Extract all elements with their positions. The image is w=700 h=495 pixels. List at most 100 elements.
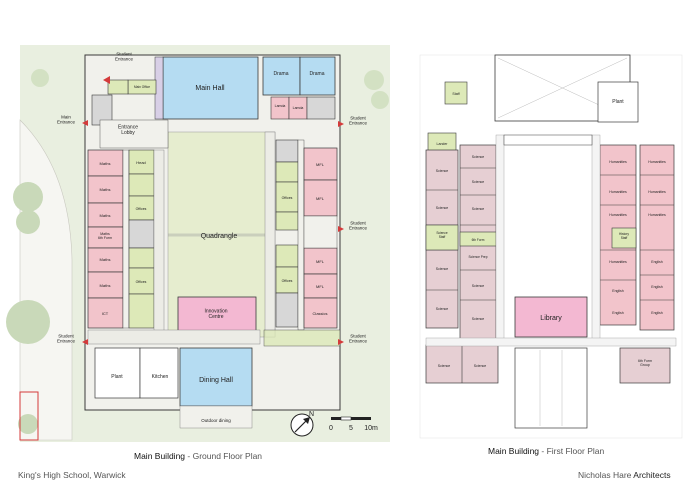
room-label: Humanities xyxy=(648,160,666,164)
room-label: Science xyxy=(472,207,485,211)
entrance-arrow xyxy=(338,226,344,232)
room-dining-hall xyxy=(179,347,253,407)
room-label: Quadrangle xyxy=(201,233,238,240)
room-label: MFL xyxy=(316,196,325,201)
room-mfl-1 xyxy=(303,147,338,181)
room-label: Drama xyxy=(273,71,288,77)
room-label: Main Office xyxy=(134,85,150,89)
room-label: English xyxy=(612,289,624,293)
room-label: Maths xyxy=(100,187,111,192)
room-label: English xyxy=(651,311,663,315)
room-label: Humanities xyxy=(609,190,627,194)
school-name: King's High School, Warwick xyxy=(18,470,126,480)
fl-room-history-staff xyxy=(611,227,637,249)
room-label: Maths xyxy=(100,213,111,218)
room-label: Science xyxy=(436,307,449,311)
room-mfl-2 xyxy=(303,179,338,217)
first-caption-title: Main Building xyxy=(488,446,540,456)
tree-canopy xyxy=(371,91,389,109)
room-label: MFL xyxy=(316,284,325,289)
room-label: Dining Hall xyxy=(199,377,233,384)
architect-name-2: Architects xyxy=(631,470,671,480)
room-plant xyxy=(94,347,141,399)
scale-label: 5 xyxy=(349,425,353,432)
ground-caption-title: Main Building xyxy=(134,451,186,461)
room-label: Humanities xyxy=(648,213,666,217)
room-label: Humanities xyxy=(648,190,666,194)
room-kitchen xyxy=(139,347,179,399)
fl-room-6th-form-group xyxy=(619,347,671,384)
fl-room-staff xyxy=(444,81,468,105)
room-maths-5 xyxy=(87,271,124,299)
tree-canopy xyxy=(13,182,43,212)
room-label: Science xyxy=(472,317,485,321)
room-label: Offices xyxy=(136,207,147,211)
room-maths-2 xyxy=(87,175,124,204)
room-label: Main Hall xyxy=(195,85,225,92)
entrance-arrow xyxy=(82,120,88,126)
room-label: Science xyxy=(472,180,485,184)
room-label: English xyxy=(651,260,663,264)
scale-label: 0 xyxy=(329,425,333,432)
entrance-arrow xyxy=(103,76,110,84)
room-label: Lander xyxy=(437,142,449,146)
room-label: Science xyxy=(436,206,449,210)
entrance-arrow xyxy=(338,121,344,127)
room-label: Offices xyxy=(282,196,293,200)
room-label: Science xyxy=(436,267,449,271)
room-mfl-4 xyxy=(303,273,338,299)
architect-name-1: Nicholas Hare xyxy=(578,470,632,480)
tree-canopy xyxy=(18,414,38,434)
tree-canopy xyxy=(31,69,49,87)
room-drama-1 xyxy=(262,56,301,96)
architect-name: Nicholas Hare Architects xyxy=(578,470,671,480)
room-label: Science xyxy=(438,364,451,368)
room-label: Drama xyxy=(309,71,324,77)
room-label: Library xyxy=(540,315,562,322)
room-label: English xyxy=(651,285,663,289)
room-label: Kitchen xyxy=(152,374,169,380)
room-label: ICT xyxy=(102,311,109,316)
room-label: Humanities xyxy=(609,260,627,264)
fl-room-science-staff xyxy=(425,224,459,251)
scale-bar xyxy=(331,416,371,421)
room-label: Plant xyxy=(612,99,624,105)
room-mfl-3 xyxy=(303,247,338,275)
room-label: Head xyxy=(136,160,146,165)
room-classics xyxy=(303,297,338,329)
room-label: Outdoor dining xyxy=(201,418,231,423)
ground-floor-plan: N xyxy=(6,45,390,442)
first-floor-caption: Main Building - First Floor Plan xyxy=(488,446,604,456)
entrance-lobby xyxy=(99,119,169,149)
site-boundary-red xyxy=(19,391,39,441)
room-label: MFL xyxy=(316,259,325,264)
room-label: Plant xyxy=(111,374,123,380)
tree-canopy xyxy=(16,210,40,234)
fl-room-library xyxy=(514,296,588,338)
room-label: Humanities xyxy=(609,160,627,164)
room-maths-1 xyxy=(87,149,124,177)
room-head xyxy=(128,149,155,175)
room-offices-2 xyxy=(128,267,155,295)
room-label: Science Prep xyxy=(469,255,488,259)
room-main-hall xyxy=(162,56,259,120)
room-offices-1 xyxy=(128,195,155,221)
outdoor-dining-area xyxy=(179,405,253,429)
ground-caption-subtitle: - Ground Floor Plan xyxy=(185,451,263,461)
room-label: Offices xyxy=(282,279,293,283)
room-label: English xyxy=(612,311,624,315)
room-label: Maths xyxy=(100,283,111,288)
room-label: Offices xyxy=(136,280,147,284)
tree-canopy xyxy=(364,70,384,90)
room-label: Staff xyxy=(452,92,459,96)
room-label: Lamda xyxy=(275,104,286,108)
fl-room-plant xyxy=(597,81,639,123)
